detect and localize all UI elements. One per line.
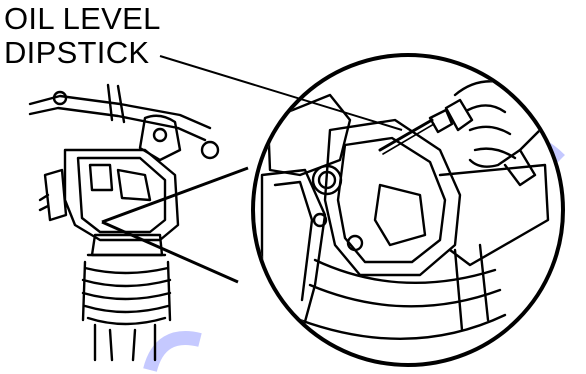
- callout-line-1: OIL LEVEL: [4, 2, 161, 36]
- magnifier-circle: [253, 55, 563, 365]
- engine-overview: [30, 85, 218, 360]
- callout-line-2: DIPSTICK: [4, 36, 161, 70]
- dipstick-callout-label: OIL LEVEL DIPSTICK: [4, 2, 161, 70]
